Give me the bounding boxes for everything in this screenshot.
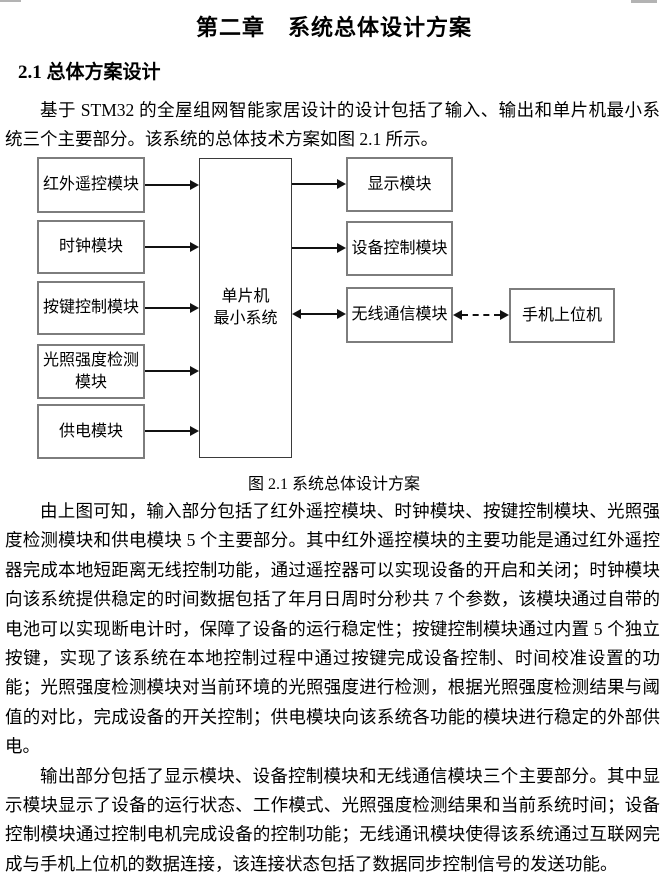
paragraph-output-section: 输出部分包括了显示模块、设备控制模块和无线通信模块三个主要部分。其中显示模块显示…: [5, 765, 660, 874]
arrowhead-right: [190, 426, 199, 436]
diagram-box-power-module: 供电模块: [37, 404, 145, 459]
arrow-light-to-mcu: [145, 366, 199, 376]
arrowhead-right: [190, 242, 199, 252]
arrowhead-right: [337, 309, 346, 319]
paragraph-intro-block: 基于 STM32 的全屋组网智能家居设计的设计包括了输入、输出和单片机最小系统三…: [5, 96, 660, 155]
diagram-box-phone-host: 手机上位机: [509, 288, 615, 343]
arrow-key-to-mcu: [145, 303, 199, 313]
paragraph-lower-block: 由上图可知，输入部分包括了红外遥控模块、时钟模块、按键控制模块、光照强度检测模块…: [5, 497, 660, 879]
arrow-power-to-mcu: [145, 426, 199, 436]
diagram-box-key-control-module: 按键控制模块: [37, 281, 145, 335]
window-edge-artifact-right: [631, 0, 657, 3]
arrowhead-right: [190, 180, 199, 190]
diagram-box-wireless-module: 无线通信模块: [346, 287, 453, 343]
figure-caption: 图 2.1 系统总体设计方案: [247, 476, 420, 493]
chapter-title: 第二章 系统总体设计方案: [195, 15, 472, 40]
arrowhead-right: [337, 243, 346, 253]
arrowhead-left: [292, 309, 301, 319]
mcu-label-line1: 单片机: [221, 288, 270, 306]
arrow-clock-to-mcu: [145, 242, 199, 252]
diagram-box-display-module: 显示模块: [346, 157, 453, 212]
arrow-mcu-to-device-control: [292, 243, 346, 253]
arrowhead-right: [500, 310, 509, 320]
arrowhead-right: [337, 179, 346, 189]
arrowhead-right: [190, 303, 199, 313]
window-edge-artifact-left: [0, 0, 21, 2]
paragraph-intro: 基于 STM32 的全屋组网智能家居设计的设计包括了输入、输出和单片机最小系统三…: [5, 100, 660, 150]
paragraph-input-section: 由上图可知，输入部分包括了红外遥控模块、时钟模块、按键控制模块、光照强度检测模块…: [5, 501, 660, 757]
section-heading: 2.1 总体方案设计: [18, 62, 161, 83]
arrow-ir-to-mcu: [145, 180, 199, 190]
diagram-box-device-control-module: 设备控制模块: [346, 221, 453, 276]
diagram-box-ir-remote-module: 红外遥控模块: [37, 157, 145, 213]
mcu-label-line2: 最小系统: [213, 310, 278, 327]
arrowhead-right: [190, 366, 199, 376]
arrow-mcu-wireless-bidirectional: [292, 309, 346, 319]
diagram-box-light-sensor-module: 光照强度检测模块: [37, 344, 145, 399]
arrowhead-left: [453, 310, 462, 320]
arrow-mcu-to-display: [292, 179, 346, 189]
arrow-wireless-phone-dashed: [453, 310, 509, 320]
diagram-box-mcu-minimal-system: 单片机 最小系统: [199, 158, 292, 458]
diagram-box-clock-module: 时钟模块: [37, 220, 145, 274]
